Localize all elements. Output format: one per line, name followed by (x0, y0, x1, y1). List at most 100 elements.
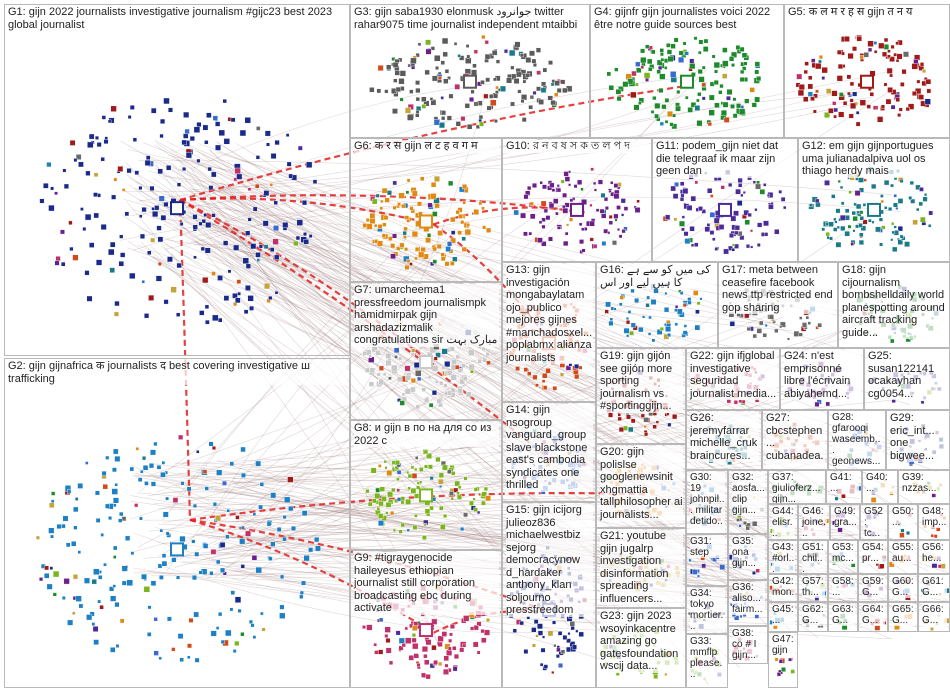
group-label: G38: co # I gijn... (732, 628, 765, 661)
group-label: G3: gijn saba1930 elonmusk جوانرود twitt… (354, 6, 587, 31)
group-cell-g46: G46: joine... (798, 504, 830, 540)
group-label: G18: gijn cijournalism bombshelldaily wo… (842, 264, 947, 339)
group-cell-g47: G47: gijn (768, 632, 798, 688)
group-label: G51: chil... (802, 542, 825, 574)
group-label: G8: и gijn в по на для со из 2022 с (354, 422, 499, 447)
group-label: G60: G... (892, 576, 915, 598)
group-cell-g31: G31: step (686, 534, 728, 586)
group-cell-g6: G6: क र स gijn ल ट ह व ग म (350, 138, 502, 282)
group-cell-g41: G41: ... (826, 470, 862, 504)
group-cell-g33: G33: mmflp please... (686, 634, 728, 688)
group-cell-g5: G5: क ल म र ह स gijn त न य (784, 4, 950, 138)
group-cell-g44: G44: elisr... (768, 504, 798, 540)
group-label: G59: G... (862, 576, 885, 598)
group-cell-g3: G3: gijn saba1930 elonmusk جوانرود twitt… (350, 4, 590, 138)
group-label: G16: کی میں کو سے ہے کا ہیں لیے اور اس (600, 264, 715, 289)
group-label: G52: tc... (864, 506, 885, 539)
group-label: G39: nzzas... (902, 472, 947, 494)
group-cell-g36: G36: aliso... fairm... (728, 580, 768, 626)
group-label: G25: susan122141 ocakayhan cg0054... (868, 350, 947, 400)
group-cell-g39: G39: nzzas... (898, 470, 950, 504)
group-cell-g59: G59: G... (858, 574, 888, 602)
group-label: G49: gra... (834, 506, 857, 528)
group-cell-g65: G65: G... (888, 602, 918, 632)
group-label: G4: gijnfr gijn journalistes voici 2022 … (594, 6, 781, 31)
group-label: G61: G... (922, 576, 947, 598)
group-label: G7: umarcheema1 pressfreedom journalismp… (354, 284, 499, 347)
group-label: G5: क ल म र ह स gijn त न य (788, 6, 947, 19)
group-label: G48: imp... (922, 506, 947, 528)
group-cell-g19: G19: gijn gijón see gijón more sporting … (596, 348, 686, 444)
group-label: G27: cbcstephen... cubanadea... yvonneho… (766, 412, 825, 470)
group-cell-g13: G13: gijn investigación mongabaylatam oj… (502, 262, 596, 402)
group-cell-g35: G35: ona gijn... (728, 534, 768, 580)
group-label: G47: gijn (772, 634, 795, 656)
group-cell-g52: G52: tc... (860, 504, 888, 540)
group-cell-g11: G11: podem_gijn niet dat die telegraaf i… (652, 138, 798, 262)
group-cell-g25: G25: susan122141 ocakayhan cg0054... (864, 348, 950, 410)
group-cell-g10: G10: র ন ব ষ স ক ত ল প দ (502, 138, 652, 262)
group-cell-g63: G63: G... (828, 602, 858, 632)
group-label: G31: step (690, 536, 725, 558)
group-label: G42: mon... (772, 576, 795, 602)
group-cell-g21: G21: youtube gijn jugalrp investigation … (596, 528, 686, 608)
group-label: G17: meta between ceasefire facebook new… (722, 264, 835, 314)
group-label: G19: gijn gijón see gijón more sporting … (600, 350, 683, 413)
group-cell-g55: G55: au... (888, 540, 918, 574)
group-cell-g43: G43: #orl... (768, 540, 798, 574)
group-label: G33: mmflp please... (690, 636, 725, 680)
group-label: G50: ... (892, 506, 915, 528)
group-cell-g58: G58: ... (828, 574, 858, 602)
group-cell-g34: G34: tokyo mortier... (686, 586, 728, 634)
group-label: G20: gijn polislse googlenewsinit xhgmat… (600, 446, 683, 521)
group-cell-g49: G49: gra... (830, 504, 860, 540)
group-label: G45: ... (772, 604, 795, 626)
group-label: G37: giulioferz... gijn... (772, 472, 823, 504)
group-label: G64: G... (862, 604, 885, 626)
group-cell-g29: G29: eric_int... one bigwee... (886, 410, 950, 470)
group-cell-g7: G7: umarcheema1 pressfreedom journalismp… (350, 282, 502, 420)
group-cell-g26: G26: jeremyfarrar michelle_cruk braincur… (686, 410, 762, 470)
group-cell-g62: G62: G... (798, 602, 828, 632)
group-cell-g18: G18: gijn cijournalism bombshelldaily wo… (838, 262, 950, 348)
group-cell-g54: G54: pr... (858, 540, 888, 574)
group-label: G1: gijn 2022 journalists investigative … (8, 6, 347, 31)
group-cell-g30: G30: 19 johnpil... militar detido... (686, 470, 728, 534)
group-label: G30: 19 johnpil... militar detido... (690, 472, 725, 534)
group-cell-g20: G20: gijn polislse googlenewsinit xhgmat… (596, 444, 686, 528)
group-cell-g28: G28: gfarooqi waseemb... geonews... (828, 410, 886, 470)
group-cell-g14: G14: gijn nsogroup vanguard_group slave … (502, 402, 596, 502)
group-label: G29: eric_int... one bigwee... (890, 412, 947, 462)
group-label: G40: ... (866, 472, 895, 494)
group-label: G14: gijn nsogroup vanguard_group slave … (506, 404, 593, 492)
group-cell-g40: G40: ... (862, 470, 898, 504)
group-label: G6: क र स gijn ल ट ह व ग म (354, 140, 499, 153)
group-label: G32: aosfa... clip gijn... (732, 472, 765, 516)
group-label: G46: joine... (802, 506, 827, 539)
group-label: G24: n'est emprisonné libre l'écrivain a… (784, 350, 861, 400)
group-cell-g8: G8: и gijn в по на для со из 2022 с (350, 420, 502, 550)
group-label: G58: ... (832, 576, 855, 598)
group-label: G41: ... (830, 472, 859, 494)
group-cell-g23: G23: gijn 2023 wsoyinkacentre amazing go… (596, 608, 686, 688)
group-label: G36: aliso... fairm... (732, 582, 765, 615)
group-cell-g2: G2: gijn gijnafrica क journalists द best… (4, 358, 350, 688)
group-label: G11: podem_gijn niet dat die telegraaf i… (656, 140, 795, 178)
group-label: G35: ona gijn... (732, 536, 765, 569)
group-label: G62: G... (802, 604, 825, 626)
group-cell-g61: G61: G... (918, 574, 950, 602)
group-label: G2: gijn gijnafrica क journalists द best… (8, 360, 347, 385)
group-label: G56: he... (922, 542, 947, 564)
group-cell-g60: G60: G... (888, 574, 918, 602)
group-label: G28: gfarooqi waseemb... geonews... (832, 412, 883, 467)
group-cell-g4: G4: gijnfr gijn journalistes voici 2022 … (590, 4, 784, 138)
group-cell-g24: G24: n'est emprisonné libre l'écrivain a… (780, 348, 864, 410)
group-label: G13: gijn investigación mongabaylatam oj… (506, 264, 593, 364)
group-cell-g22: G22: gijn ifjglobal investigative seguri… (686, 348, 780, 410)
group-label: G23: gijn 2023 wsoyinkacentre amazing go… (600, 610, 683, 673)
group-label: G65: G... (892, 604, 915, 626)
group-cell-g9: G9: #tigraygenocide haileyesus ethiopian… (350, 550, 502, 688)
group-label: G63: G... (832, 604, 855, 626)
group-label: G22: gijn ifjglobal investigative seguri… (690, 350, 777, 400)
